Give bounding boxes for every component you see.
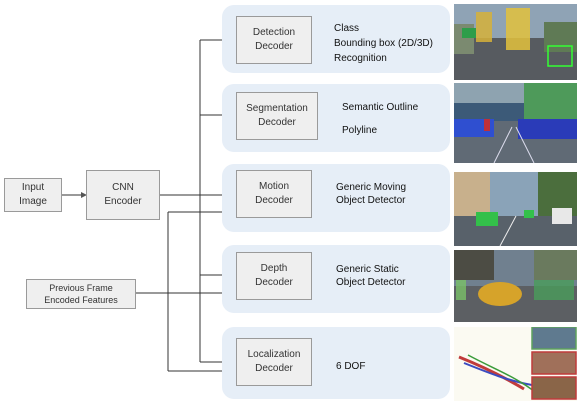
motion-decoder-box: Motion Decoder xyxy=(236,170,312,218)
segmentation-decoder-box: Segmentation Decoder xyxy=(236,92,318,140)
segmentation-thumbnail xyxy=(454,83,577,163)
cnn-encoder-box: CNN Encoder xyxy=(86,170,160,220)
localization-decoder-box: Localization Decoder xyxy=(236,338,312,386)
localization-thumbnail xyxy=(454,327,577,401)
detection-decoder-box: Detection Decoder xyxy=(236,16,312,64)
output-bounding-box: Bounding box (2D/3D) xyxy=(334,38,433,49)
depth-thumbnail xyxy=(454,250,577,322)
input-image-box: Input Image xyxy=(4,178,62,212)
output-semantic-outline: Semantic Outline xyxy=(342,102,419,113)
output-polyline: Polyline xyxy=(342,125,378,136)
output-6dof: 6 DOF xyxy=(336,361,366,372)
output-moving-object: Generic Moving Object Detector xyxy=(336,182,407,206)
output-static-object: Generic Static Object Detector xyxy=(336,264,406,288)
depth-decoder-box: Depth Decoder xyxy=(236,252,312,300)
motion-thumbnail xyxy=(454,172,577,246)
output-recognition: Recognition xyxy=(334,53,387,64)
previous-frame-box: Previous Frame Encoded Features xyxy=(26,279,136,309)
detection-thumbnail xyxy=(454,4,577,80)
output-class: Class xyxy=(334,23,360,34)
